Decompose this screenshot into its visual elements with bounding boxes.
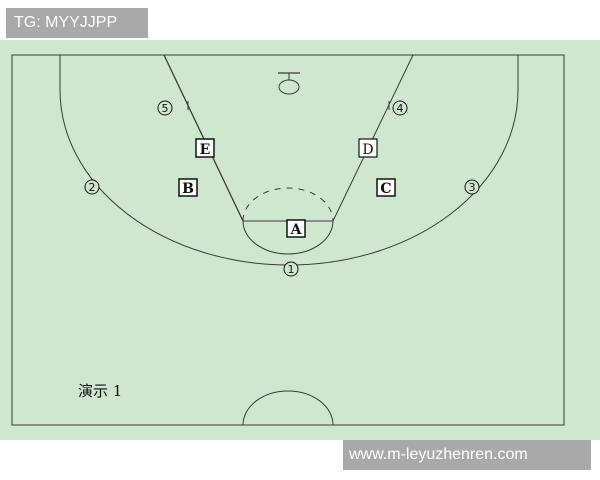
position-3: 3	[464, 179, 480, 195]
lane-line-right	[332, 54, 414, 222]
watermark-bottom: www.m-leyuzhenren.com	[343, 440, 591, 470]
free-throw-circle-solid	[242, 220, 334, 255]
marker-a: A	[286, 219, 306, 238]
position-3-label: 3	[469, 181, 476, 194]
marker-c: C	[376, 178, 396, 197]
diagram-caption: 演示 1	[78, 382, 122, 400]
position-4-label: 4	[397, 102, 404, 115]
court-boundary	[11, 54, 565, 426]
marker-b: B	[178, 178, 198, 197]
court-background	[0, 40, 600, 440]
marker-d-label: D	[362, 142, 373, 158]
watermark-top: TG: MYYJJPP	[6, 8, 148, 38]
position-4: 4	[392, 100, 408, 116]
lane-line-left	[163, 54, 244, 222]
marker-b-label: B	[182, 181, 194, 197]
basket-rim	[278, 79, 300, 95]
free-throw-circle-dashed	[242, 187, 334, 222]
marker-c-label: C	[380, 181, 391, 197]
position-5: 5	[157, 100, 173, 116]
position-2-label: 2	[89, 181, 96, 194]
center-circle	[242, 390, 334, 426]
position-1: 1	[283, 261, 299, 277]
marker-a-label: A	[290, 222, 303, 238]
marker-d: D	[358, 138, 378, 158]
marker-e-label: E	[200, 142, 211, 158]
position-5-label: 5	[162, 102, 169, 115]
position-2: 2	[84, 179, 100, 195]
position-1-label: 1	[288, 263, 295, 276]
marker-e: E	[195, 138, 215, 158]
